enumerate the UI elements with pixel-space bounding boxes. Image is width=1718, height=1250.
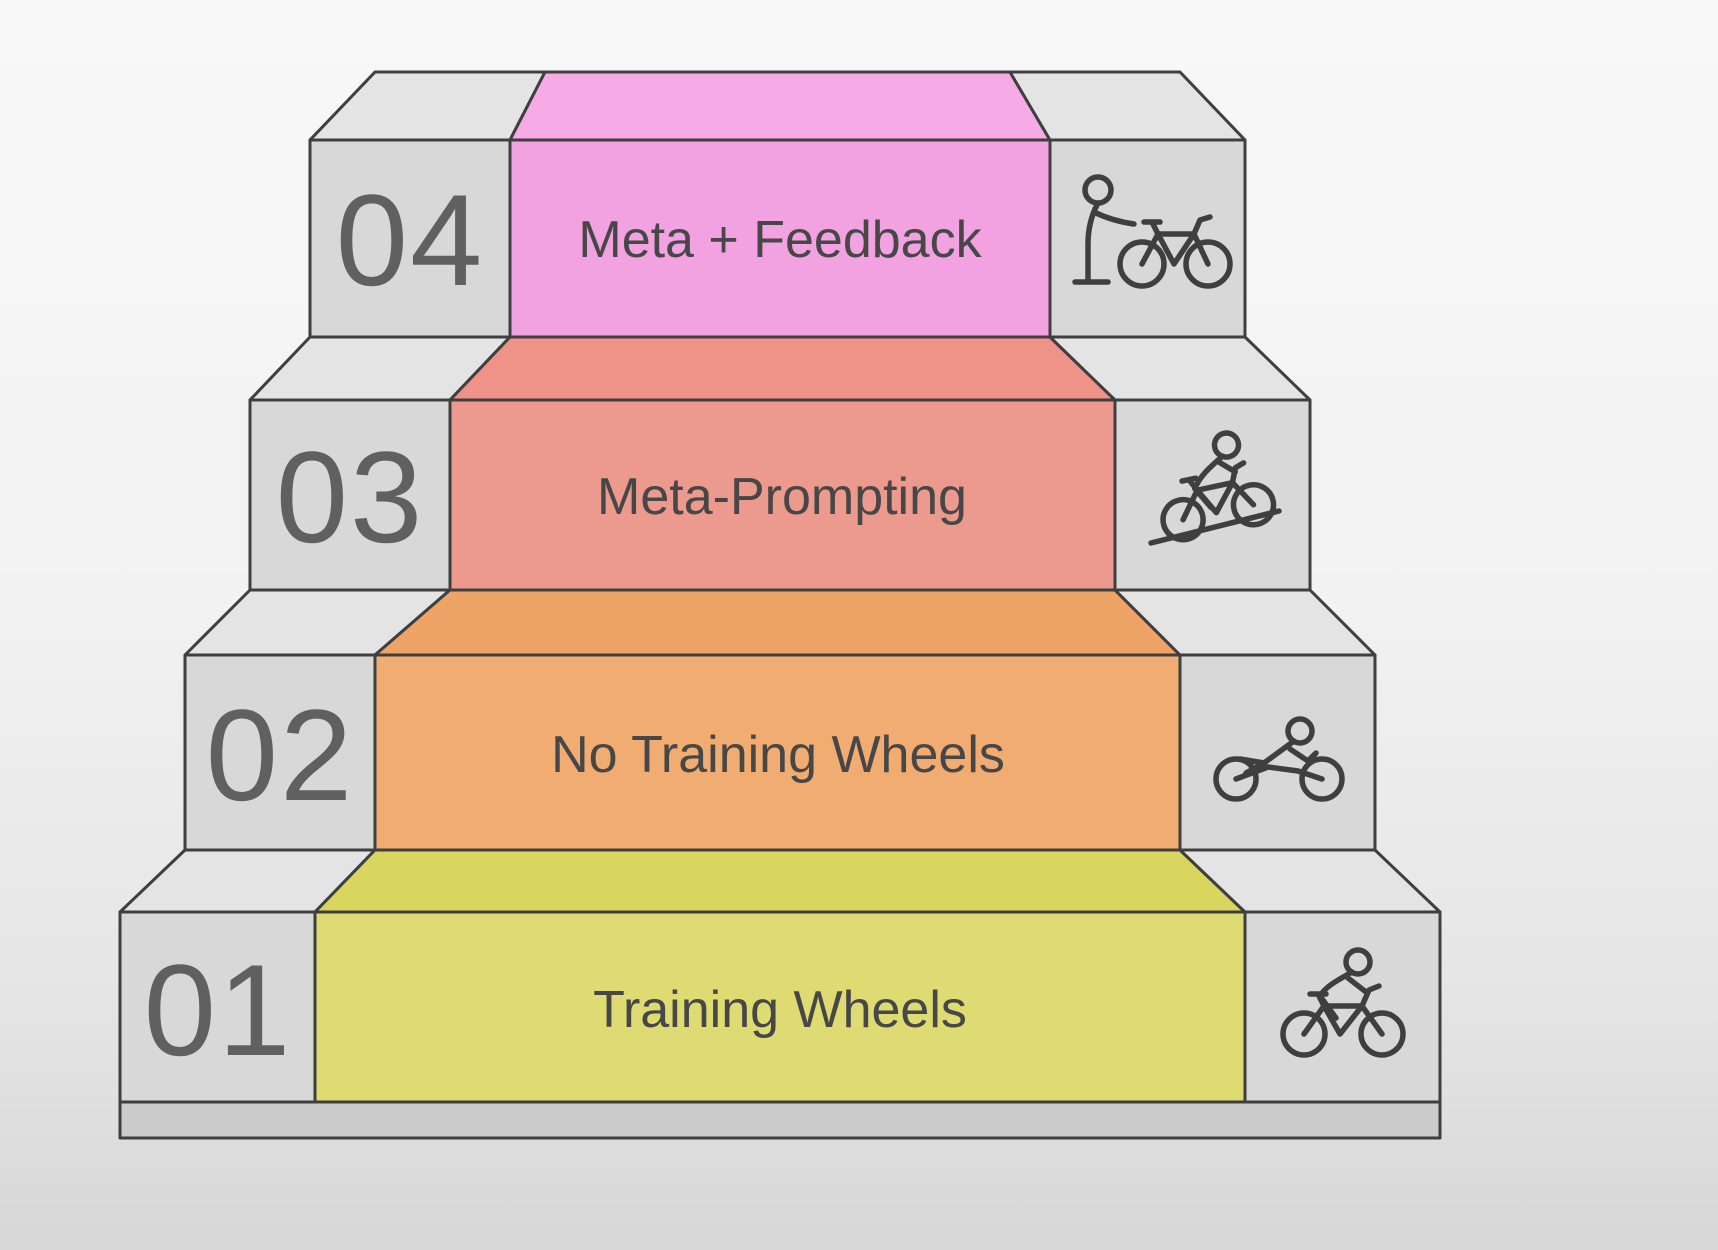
step-02-number: 02 bbox=[206, 682, 355, 828]
step-02-label: No Training Wheels bbox=[551, 726, 1005, 784]
step-01-number-panel bbox=[118, 910, 317, 1104]
step-02-number-panel bbox=[183, 653, 377, 852]
step-03-label-band bbox=[448, 398, 1117, 592]
person-with-bicycle-icon bbox=[1072, 174, 1233, 289]
step-01-label: Training Wheels bbox=[593, 981, 967, 1039]
step-01: 01 Training Wheels bbox=[118, 848, 1442, 1104]
step-03-icon-panel bbox=[1113, 398, 1312, 592]
step-04-label-band bbox=[508, 138, 1052, 339]
step-04-number: 04 bbox=[336, 167, 485, 313]
step-03: 03 Meta-Prompting bbox=[248, 335, 1312, 592]
step-04-top-left-panel bbox=[308, 70, 547, 142]
step-02-top-color-band bbox=[373, 588, 1182, 657]
step-01-number: 01 bbox=[144, 937, 293, 1083]
step-01-label-band bbox=[313, 910, 1247, 1104]
step-03-number: 03 bbox=[276, 424, 425, 570]
step-03-top-color-band bbox=[448, 335, 1117, 402]
cyclist-icon bbox=[1280, 947, 1406, 1058]
step-04-top-color-band bbox=[508, 70, 1052, 142]
step-02: 02 No Training Wheels bbox=[183, 588, 1377, 852]
base-shadow bbox=[118, 1100, 1442, 1140]
step-01-top-color-band bbox=[313, 848, 1247, 914]
step-02-label-band bbox=[373, 653, 1182, 852]
step-04-top-right-panel bbox=[1008, 70, 1247, 142]
cyclist-downhill-icon bbox=[1148, 430, 1282, 546]
step-04-label: Meta + Feedback bbox=[578, 211, 982, 269]
recumbent-cyclist-icon bbox=[1213, 716, 1345, 802]
step-03-label: Meta-Prompting bbox=[597, 468, 967, 526]
step-04-icon-panel bbox=[1048, 138, 1247, 339]
step-04-number-panel bbox=[308, 138, 512, 339]
step-04: 04 Meta + Feedback bbox=[308, 70, 1247, 339]
